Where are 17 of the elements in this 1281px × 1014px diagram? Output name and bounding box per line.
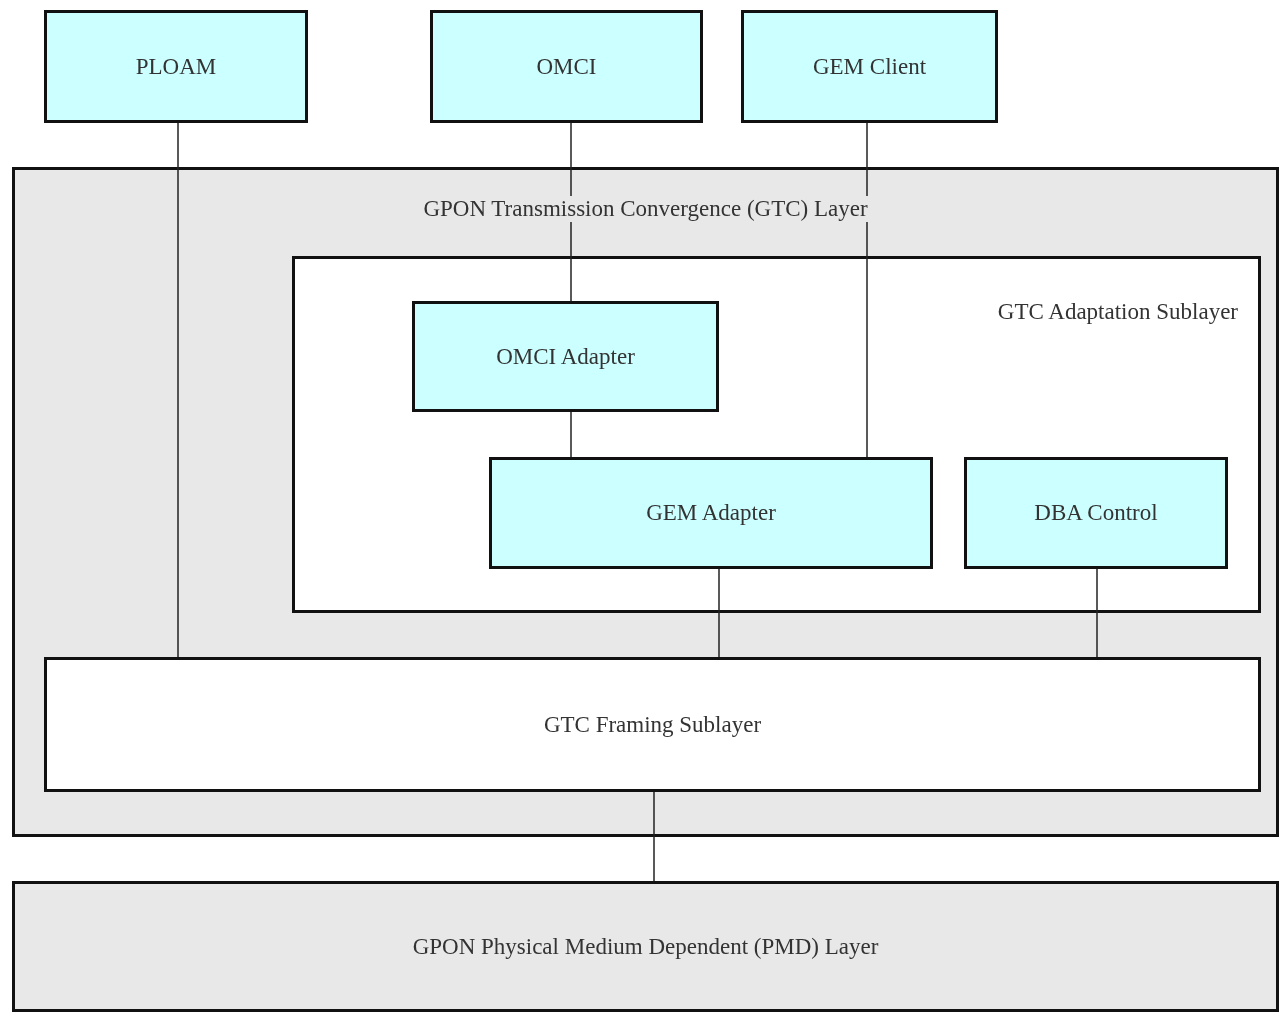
box-label: GPON Transmission Convergence (GTC) Layer (421, 196, 870, 222)
module-box (430, 10, 703, 123)
layer-box (12, 881, 1279, 1012)
connector-line (1096, 568, 1098, 658)
module-box (741, 10, 998, 123)
module-box (44, 10, 308, 123)
connector-line (177, 122, 179, 658)
connector-line (653, 791, 655, 882)
module-box (489, 457, 933, 569)
sublayer-box (44, 657, 1261, 792)
module-box (412, 301, 719, 412)
sublayer-box (292, 256, 1261, 613)
connector-line (570, 411, 572, 458)
connector-line (718, 568, 720, 658)
connector-line (866, 122, 868, 458)
module-box (964, 457, 1228, 569)
layer-box (12, 167, 1279, 837)
